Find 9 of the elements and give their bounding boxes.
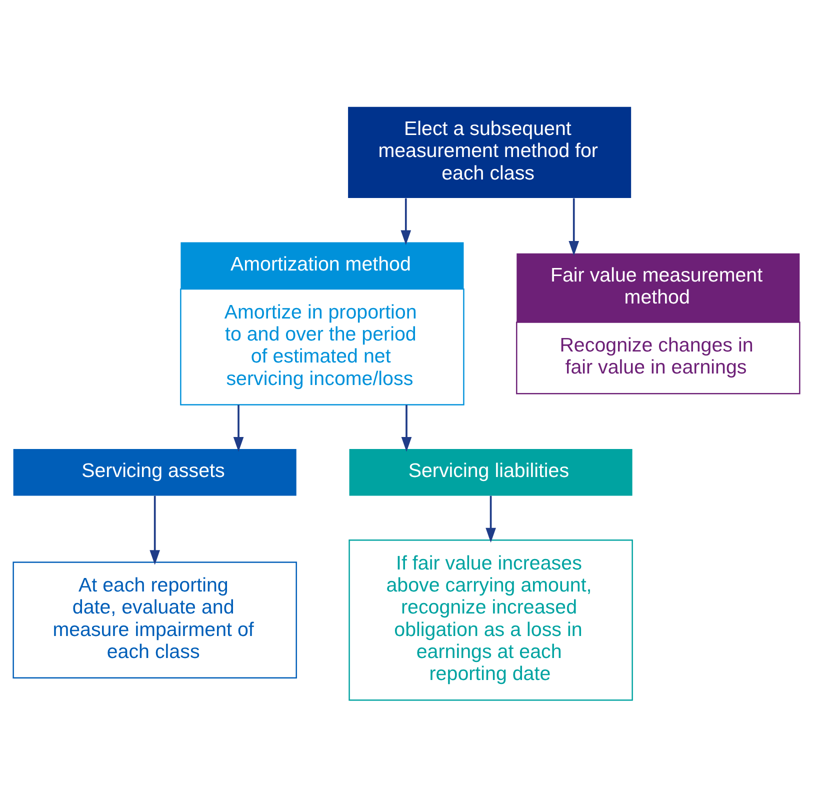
arrow bbox=[150, 495, 160, 564]
arrow bbox=[568, 198, 580, 256]
node-box: Elect a subsequent measurement method for each class bbox=[348, 106, 632, 198]
arrow bbox=[486, 495, 496, 542]
node-box: Servicing liabilities bbox=[349, 448, 632, 496]
arrow bbox=[400, 198, 412, 244]
node-box: Servicing assets bbox=[13, 448, 296, 496]
arrow bbox=[233, 404, 244, 452]
arrow bbox=[401, 404, 412, 452]
